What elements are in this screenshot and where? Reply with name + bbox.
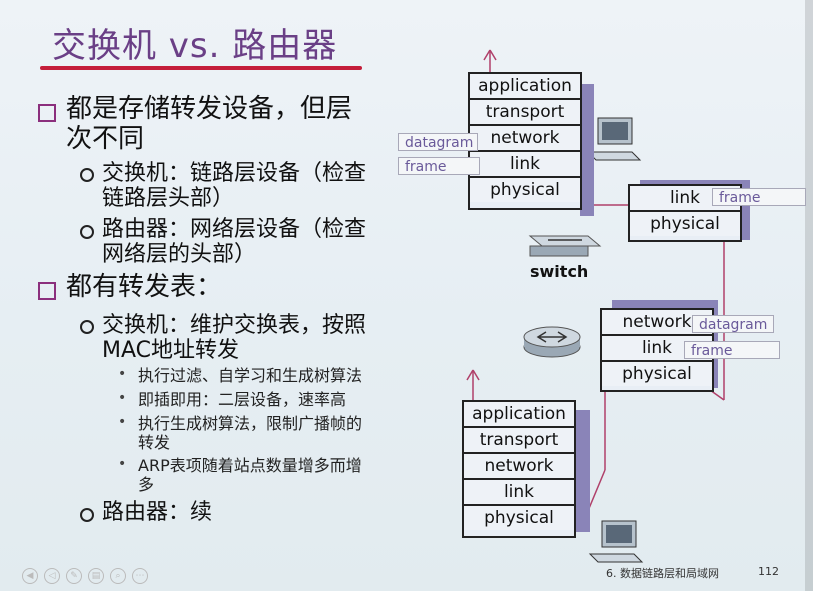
switch-device <box>528 235 602 257</box>
title-underline <box>40 66 362 70</box>
bullet-square-icon <box>38 282 56 300</box>
router-desc-line1: 路由器：网络层设备（检查 <box>102 217 367 242</box>
sub-item-4-line2: 多 <box>138 475 155 494</box>
bottom-host-computer <box>588 520 644 563</box>
layer-application: application <box>470 74 580 100</box>
nav-search-icon[interactable]: ⌕ <box>110 568 126 584</box>
bullet-dot-icon: • <box>118 366 127 382</box>
layer-link: link <box>464 480 574 506</box>
nav-pen-icon[interactable]: ✎ <box>66 568 82 584</box>
layer-physical: physical <box>630 212 740 236</box>
bullet-2-line1: 都有转发表： <box>66 272 223 302</box>
layer-physical: physical <box>602 362 712 386</box>
slide-title: 交换机 vs. 路由器 <box>52 26 338 66</box>
bullet-dot-icon: • <box>118 390 127 406</box>
switch-table-line2: MAC地址转发 <box>102 338 240 363</box>
top-host-stack: application transport network link physi… <box>468 72 582 210</box>
nav-prev-icon[interactable]: ◁ <box>44 568 60 584</box>
stack-shadow <box>740 180 750 240</box>
router-desc-line2: 网络层的头部） <box>102 242 257 267</box>
layer-transport: transport <box>464 428 574 454</box>
stack-shadow <box>612 300 716 310</box>
edge-shade <box>805 0 813 591</box>
nav-first-icon[interactable]: ◀ <box>22 568 38 584</box>
slide-nav[interactable]: ◀ ◁ ✎ ▤ ⌕ ⋯ <box>22 568 148 584</box>
nav-more-icon[interactable]: ⋯ <box>132 568 148 584</box>
page-number: 112 <box>758 565 779 578</box>
stack-shadow <box>576 410 590 532</box>
switch-stack: link physical <box>628 184 742 242</box>
layer-application: application <box>464 402 574 428</box>
bullet-square-icon <box>38 104 56 122</box>
footer-chapter: 6. 数据链路层和局域网 <box>606 567 719 580</box>
stack-shadow <box>580 84 594 216</box>
router-device <box>523 326 581 358</box>
layer-transport: transport <box>470 100 580 126</box>
router-cont: 路由器：续 <box>102 500 213 525</box>
bullet-1-line2: 次不同 <box>66 124 145 154</box>
sub-item-1: 执行过滤、自学习和生成树算法 <box>138 366 363 385</box>
layer-network: network <box>464 454 574 480</box>
bullet-circle-icon <box>80 225 94 239</box>
switch-table-line1: 交换机：维护交换表，按照 <box>102 313 367 338</box>
sub-item-4-line1: ARP表项随着站点数量增多而增 <box>138 456 362 475</box>
bullet-circle-icon <box>80 320 94 334</box>
router-datagram-label: datagram <box>692 315 774 333</box>
switch-desc-line2: 链路层头部） <box>102 186 235 211</box>
bottom-host-stack: application transport network link physi… <box>462 400 576 538</box>
switch-frame-label: frame <box>712 188 806 206</box>
switch-label: switch <box>530 262 589 281</box>
bullet-circle-icon <box>80 508 94 522</box>
pdu-datagram-label: datagram <box>398 133 478 151</box>
layer-physical: physical <box>464 506 574 530</box>
sub-item-2: 即插即用：二层设备，速率高 <box>138 390 347 409</box>
pdu-frame-label: frame <box>398 157 480 175</box>
bullet-circle-icon <box>80 168 94 182</box>
sub-item-3-line2: 转发 <box>138 433 171 452</box>
sub-item-3-line1: 执行生成树算法，限制广播帧的 <box>138 414 363 433</box>
nav-menu-icon[interactable]: ▤ <box>88 568 104 584</box>
layer-network: network <box>470 126 580 152</box>
layer-physical: physical <box>470 178 580 202</box>
router-frame-label: frame <box>684 341 780 359</box>
top-host-computer <box>586 117 642 161</box>
bullet-1-line1: 都是存储转发设备，但层 <box>66 94 353 124</box>
layer-link: link <box>470 152 580 178</box>
bullet-dot-icon: • <box>118 456 127 472</box>
switch-desc-line1: 交换机：链路层设备（检查 <box>102 161 367 186</box>
bullet-dot-icon: • <box>118 414 127 430</box>
